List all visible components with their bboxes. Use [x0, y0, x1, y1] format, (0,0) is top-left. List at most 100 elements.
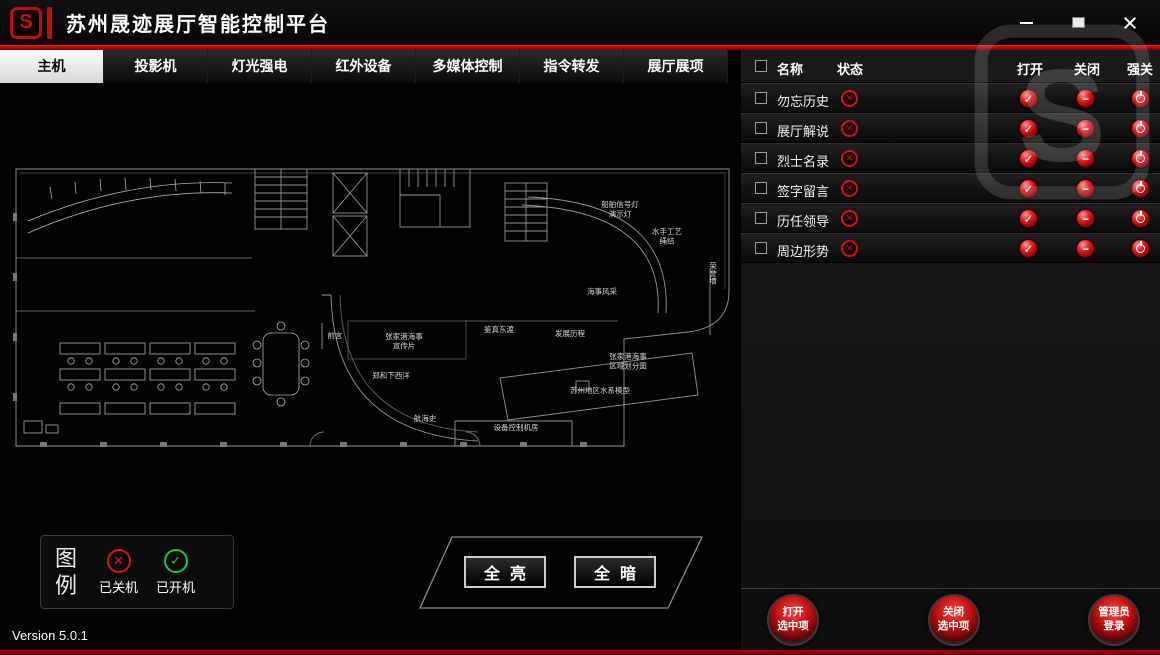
header-status: 状态: [837, 62, 864, 77]
table-row: 周边形势✕✓−: [741, 233, 1160, 263]
status-off-icon: ✕: [841, 120, 858, 137]
row-checkbox[interactable]: [755, 152, 767, 164]
force-off-button[interactable]: [1131, 119, 1150, 138]
header-open: 打开: [1017, 62, 1044, 77]
window-controls: [1014, 14, 1150, 32]
row-checkbox[interactable]: [755, 242, 767, 254]
power-icon: [1136, 181, 1145, 193]
table-row: 签字留言✕✓−: [741, 173, 1160, 203]
version-label: Version 5.0.1: [12, 628, 88, 643]
floorplan-room-label: 船舶信号灯演示灯: [601, 199, 639, 219]
table-header: 名称 状态 打开 关闭 强关: [741, 50, 1160, 83]
force-off-button[interactable]: [1131, 149, 1150, 168]
power-icon: [1136, 121, 1145, 133]
status-off-icon: ✕: [841, 150, 858, 167]
legend-item-on: ✓ 已开机: [156, 548, 196, 596]
legend-on-label: 已开机: [156, 579, 196, 595]
app-logo-bar: [47, 6, 52, 39]
open-button[interactable]: ✓: [1019, 239, 1038, 258]
power-icon: [1136, 151, 1145, 163]
open-button[interactable]: ✓: [1019, 149, 1038, 168]
power-icon: [1136, 211, 1145, 223]
tab-3[interactable]: 灯光强电: [208, 50, 312, 83]
floorplan-room-label: 苏州地区水系模型: [570, 385, 630, 395]
floorplan-room-label: 水手工艺绳结: [652, 226, 682, 246]
maximize-icon[interactable]: [1066, 14, 1090, 32]
close-selected-button[interactable]: 关闭选中项: [927, 593, 980, 646]
close-icon[interactable]: [1118, 14, 1142, 32]
close-button[interactable]: −: [1076, 209, 1095, 228]
floorplan-labels: 船舶信号灯演示灯水手工艺绳结海事风采荣誉墙前言张家港海事宣传片鉴真东渡发展历程郑…: [328, 199, 718, 432]
legend: 图例 ✕ 已关机 ✓ 已开机: [40, 535, 234, 609]
force-off-button[interactable]: [1131, 209, 1150, 228]
row-checkbox[interactable]: [755, 92, 767, 104]
panel-footer: 打开选中项 关闭选中项 管理员登录: [741, 588, 1160, 650]
close-button[interactable]: −: [1076, 119, 1095, 138]
force-off-button[interactable]: [1131, 89, 1150, 108]
status-off-icon: ✕: [841, 210, 858, 227]
legend-title: 图例: [55, 545, 78, 599]
tab-6[interactable]: 指令转发: [520, 50, 624, 83]
force-off-button[interactable]: [1131, 239, 1150, 258]
power-icon: [1136, 91, 1145, 103]
scene-control: 全亮 全暗: [415, 530, 711, 616]
row-checkbox[interactable]: [755, 182, 767, 194]
minimize-icon[interactable]: [1014, 14, 1038, 32]
open-selected-button[interactable]: 打开选中项: [767, 593, 819, 646]
row-checkbox[interactable]: [755, 122, 767, 134]
open-button[interactable]: ✓: [1019, 89, 1038, 108]
tab-5[interactable]: 多媒体控制: [416, 50, 520, 83]
power-off-icon: ✕: [106, 548, 131, 573]
tab-4[interactable]: 红外设备: [312, 50, 416, 83]
close-button[interactable]: −: [1076, 239, 1095, 258]
legend-item-off: ✕ 已关机: [99, 548, 139, 596]
floorplan-room-label: 张家港海事宣传片: [385, 331, 423, 351]
device-panel: S 名称 状态 打开 关闭 强关 勿忘历史✕✓−展厅解说✕✓−烈士名录✕✓−签字…: [740, 24, 1160, 650]
device-name: 勿忘历史: [777, 94, 830, 109]
select-all-checkbox[interactable]: [755, 60, 767, 72]
floorplan-columns: [13, 213, 587, 447]
device-name: 烈士名录: [777, 154, 830, 169]
all-lights-on-button[interactable]: 全亮: [464, 556, 546, 588]
floorplan-room-label: 鉴真东渡: [484, 324, 514, 334]
row-checkbox[interactable]: [755, 212, 767, 224]
tab-2[interactable]: 投影机: [104, 50, 208, 83]
header-force: 强关: [1127, 62, 1154, 77]
close-button[interactable]: −: [1076, 149, 1095, 168]
floorplan-room-label: 发展历程: [555, 328, 585, 338]
main-panel: 主机投影机灯光强电红外设备多媒体控制指令转发展厅展项: [0, 50, 740, 650]
open-button[interactable]: ✓: [1019, 179, 1038, 198]
legend-off-label: 已关机: [99, 579, 139, 595]
bottom-accent-bar: [0, 650, 1160, 655]
device-name: 展厅解说: [777, 124, 830, 139]
floorplan-room-label: 张家港海事区域划分图: [609, 351, 647, 371]
app-logo-icon: S: [10, 6, 42, 39]
scene-outline: [418, 536, 704, 609]
close-button[interactable]: −: [1076, 179, 1095, 198]
open-button[interactable]: ✓: [1019, 209, 1038, 228]
status-off-icon: ✕: [841, 90, 858, 107]
floorplan-room-label: 航海史: [414, 413, 437, 423]
table-row: 勿忘历史 ✕ ✓ −: [741, 83, 1160, 113]
all-lights-off-button[interactable]: 全暗: [574, 556, 656, 588]
floorplan-room-label: 前言: [328, 330, 343, 340]
floorplan-canvas: 船舶信号灯演示灯水手工艺绳结海事风采荣誉墙前言张家港海事宣传片鉴真东渡发展历程郑…: [0, 83, 740, 650]
floorplan-room-label: 郑和下西洋: [372, 370, 410, 380]
open-button[interactable]: ✓: [1019, 119, 1038, 138]
admin-login-button[interactable]: 管理员登录: [1088, 593, 1140, 646]
window-title: 苏州晟迹展厅智能控制平台: [66, 14, 330, 36]
header-close: 关闭: [1074, 62, 1101, 77]
table-row: 历任领导✕✓−: [741, 203, 1160, 233]
tab-1[interactable]: 主机: [0, 50, 104, 83]
tab-bar: 主机投影机灯光强电红外设备多媒体控制指令转发展厅展项: [0, 50, 740, 83]
floorplan-furniture: [23, 177, 310, 434]
close-button[interactable]: −: [1076, 89, 1095, 108]
status-off-icon: ✕: [841, 240, 858, 257]
tab-7[interactable]: 展厅展项: [624, 50, 728, 83]
power-on-icon: ✓: [163, 548, 188, 573]
status-off-icon: ✕: [841, 180, 858, 197]
force-off-button[interactable]: [1131, 179, 1150, 198]
floorplan-room-label: 荣誉墙: [708, 260, 717, 285]
floorplan-room-label: 设备控制机房: [494, 422, 539, 432]
